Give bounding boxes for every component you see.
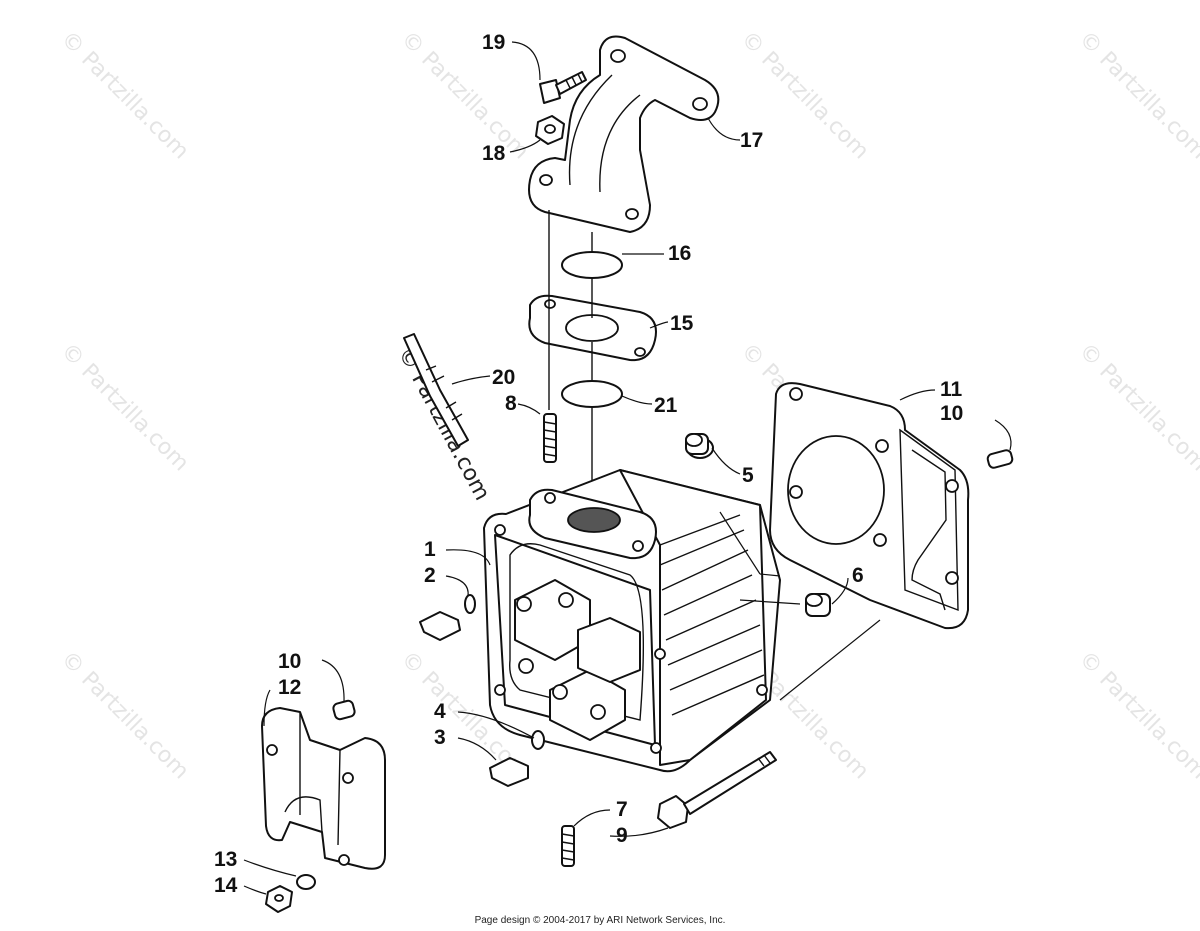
watermark-1: © Partzilla.com xyxy=(56,27,194,165)
callout-7: 7 xyxy=(616,798,628,821)
stud-8-drawing xyxy=(543,413,557,463)
callout-9: 9 xyxy=(616,824,628,847)
footer-copyright: Page design © 2004-2017 by ARI Network S… xyxy=(474,915,726,926)
plug-3-drawing xyxy=(489,730,545,787)
stud-7-drawing xyxy=(561,825,575,867)
copyright-mark: © Partzilla.com xyxy=(393,343,495,505)
cylinder-head-drawing xyxy=(483,469,781,773)
callout-10-right: 10 xyxy=(940,402,963,425)
nut-18-drawing xyxy=(535,115,565,145)
watermark-4: © Partzilla.com xyxy=(1074,27,1200,165)
callout-20: 20 xyxy=(492,366,515,389)
watermark-8: © Partzilla.com xyxy=(56,647,194,785)
callout-17: 17 xyxy=(740,129,763,152)
nut-14-drawing xyxy=(265,885,293,913)
dowel-6-drawing xyxy=(805,593,831,617)
callout-1: 1 xyxy=(424,538,436,561)
callout-14: 14 xyxy=(214,874,238,897)
bolt-19-drawing xyxy=(539,71,587,104)
dowel-10-right-drawing xyxy=(986,449,1014,469)
watermark-5: © Partzilla.com xyxy=(56,339,194,477)
callout-16: 16 xyxy=(668,242,691,265)
leader-lines xyxy=(243,41,1012,895)
callout-18: 18 xyxy=(482,142,506,165)
rocker-support-drawing xyxy=(261,707,386,870)
callout-11: 11 xyxy=(940,378,963,401)
dowel-5-drawing xyxy=(685,433,714,459)
callout-5: 5 xyxy=(742,464,754,487)
gasket-15-drawing xyxy=(528,294,657,362)
watermark-7: © Partzilla.com xyxy=(1074,339,1200,477)
head-gasket-drawing xyxy=(769,382,970,630)
washer-13-drawing xyxy=(296,874,316,890)
callout-21: 21 xyxy=(654,394,678,417)
callout-13: 13 xyxy=(214,848,237,871)
callout-8: 8 xyxy=(505,392,517,415)
callout-2: 2 xyxy=(424,564,436,587)
callout-19: 19 xyxy=(482,31,505,54)
callout-12: 12 xyxy=(278,676,301,699)
spark-plug-20-drawing xyxy=(403,333,469,447)
dowel-10-left-drawing xyxy=(332,699,356,721)
watermark-2: © Partzilla.com xyxy=(396,27,534,165)
callout-4: 4 xyxy=(434,700,446,723)
callout-6: 6 xyxy=(852,564,864,587)
callout-10-left: 10 xyxy=(278,650,301,673)
exhaust-pipe-drawing xyxy=(528,35,720,233)
o-ring-16-drawing xyxy=(561,251,623,279)
callout-3: 3 xyxy=(434,726,446,749)
callouts: 19 18 17 16 15 20 8 21 11 10 5 1 2 6 10 … xyxy=(214,31,963,897)
callout-15: 15 xyxy=(670,312,694,335)
watermark-11: © Partzilla.com xyxy=(1074,647,1200,785)
plug-2-drawing xyxy=(419,594,476,641)
o-ring-21-drawing xyxy=(561,380,623,408)
bolt-9-drawing xyxy=(657,751,777,829)
